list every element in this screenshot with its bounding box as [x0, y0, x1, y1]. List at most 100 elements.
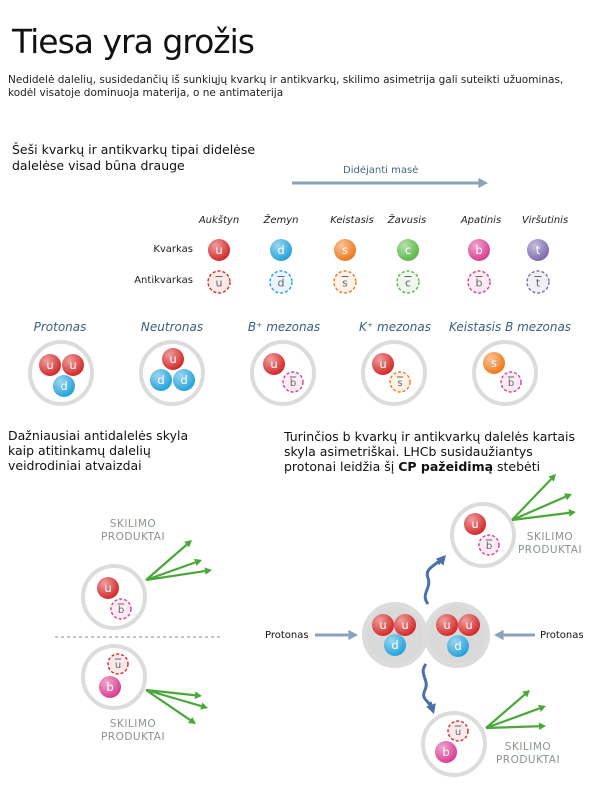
collision-left-u1: u [372, 614, 394, 636]
lhcb-text: Turinčios b kvarkų ir antikvarkų dalelės… [284, 429, 584, 474]
proton-quark-u2: u [62, 354, 84, 376]
neutron-quark-d1: d [150, 369, 172, 391]
svg-text:u: u [379, 357, 386, 371]
svg-text:s: s [342, 243, 348, 257]
antiquark-u: u [207, 270, 231, 294]
antiquark-t: t [526, 270, 550, 294]
proton-quark-u1: u [39, 354, 61, 376]
particle-name-k-meson: K⁺ mezonas [359, 320, 431, 334]
quark-t: t [527, 239, 549, 261]
svg-text:d: d [391, 638, 398, 652]
svg-text:u: u [115, 660, 121, 671]
svg-text:d: d [277, 243, 284, 257]
left-antimeson-quark-b: b [99, 676, 121, 698]
quark-u: u [208, 239, 230, 261]
collision-arrow-down [421, 663, 434, 711]
collision-right-u1: u [436, 614, 458, 636]
decay-fan-right-top-arrow [511, 474, 556, 521]
svg-text:u: u [401, 618, 408, 632]
k-meson-ring [361, 340, 427, 406]
svg-text:u: u [46, 358, 53, 372]
proton-quark-d: d [53, 375, 75, 397]
antiquark-d: d [269, 270, 293, 294]
svg-text:b: b [508, 378, 514, 389]
proton-label-left: Protonas [265, 630, 309, 641]
six-types-heading: Šeši kvarkų ir antikvarkų tipai didelėse… [12, 142, 256, 173]
particle-name-strange-b-meson: Keistasis B mezonas [448, 320, 572, 334]
decay-fan-right-bottom-arrow [485, 704, 546, 730]
svg-text:b: b [106, 680, 113, 694]
proton-label-right: Protonas [540, 630, 584, 641]
svg-text:u: u [104, 581, 111, 595]
decay-fan-left-top-arrow [145, 540, 192, 581]
column-bottom: Apatinis [460, 215, 502, 226]
decay-label-line1: SKILIMO [109, 718, 157, 730]
decay-label-line1: SKILIMO [109, 518, 157, 530]
k-meson-antiquark-s: s [389, 371, 411, 393]
decay-fan-left-bottom-arrow [145, 688, 208, 710]
proton-arrow-left [315, 629, 358, 641]
svg-text:d: d [278, 277, 285, 290]
column-top: Viršutinis [521, 215, 569, 226]
proton-arrow-right [494, 629, 535, 641]
result-antimeson-quark-b: b [435, 741, 457, 763]
svg-text:u: u [455, 727, 461, 738]
svg-text:t: t [536, 243, 541, 257]
antiquark-c: c [396, 270, 420, 294]
mirror-decay-text: Dažniausiai antidalelės skyla kaip atiti… [8, 428, 189, 473]
mass-arrow-label: Didėjanti masė [343, 165, 419, 176]
decay-label-line1: SKILIMO [526, 531, 574, 543]
particle-name-proton: Protonas [33, 320, 87, 334]
left-meson-quark-u: u [97, 577, 119, 599]
page-subtitle: Nedidelė dalelių, susidedančių iš sunkių… [8, 74, 564, 99]
strange-b-antiquark-b: b [500, 371, 522, 393]
left-meson-antiquark-b: b [110, 598, 132, 620]
collision-right-d: d [447, 635, 469, 657]
decay-fan-left-bottom-arrow [145, 688, 202, 699]
svg-text:u: u [465, 618, 472, 632]
lhcb-text-part1: Turinčios b kvarkų ir antikvarkų dalelės… [284, 429, 576, 474]
decay-label-line2: PRODUKTAI [100, 531, 166, 543]
collision-arrow-up [423, 557, 444, 605]
svg-text:u: u [379, 618, 386, 632]
antiquark-b: b [467, 270, 491, 294]
column-strange: Keistasis [330, 215, 374, 226]
particle-name-neutron: Neutronas [140, 320, 204, 334]
svg-text:u: u [169, 352, 176, 366]
svg-text:s: s [491, 356, 497, 370]
strange-b-quark-s: s [483, 352, 505, 374]
b-meson-antiquark-b: b [282, 371, 304, 393]
column-charm: Žavusis [387, 215, 427, 226]
decay-fan-right-bottom-arrow [485, 722, 546, 730]
result-meson-quark-u: u [464, 513, 486, 535]
svg-text:d: d [60, 379, 67, 393]
svg-text:c: c [405, 277, 411, 290]
particle-name-b-meson: B⁺ mezonas [247, 320, 321, 334]
svg-text:b: b [486, 541, 492, 552]
decay-fan-left-top-arrow [145, 558, 202, 582]
column-up: Aukštyn [198, 215, 240, 226]
antiquark-s: s [333, 270, 357, 294]
svg-text:b: b [118, 605, 124, 616]
quark-b: b [468, 239, 490, 261]
svg-text:d: d [180, 373, 187, 387]
row-quark-label: Kvarkas [153, 244, 193, 255]
decay-label-line2: PRODUKTAI [517, 544, 583, 556]
decay-label-line2: PRODUKTAI [495, 754, 561, 766]
svg-text:b: b [290, 378, 296, 389]
collision-right-u2: u [458, 614, 480, 636]
result-antimeson-antiquark-u: u [447, 720, 469, 742]
mass-arrow [292, 177, 488, 189]
strange-b-meson-ring [472, 340, 538, 406]
b-meson-ring [250, 340, 316, 406]
svg-text:t: t [536, 277, 541, 290]
svg-text:u: u [215, 243, 222, 257]
collision-arrow-up-head [435, 555, 446, 566]
lhcb-text-bold: CP pažeidimą [398, 459, 494, 474]
quark-d: d [270, 239, 292, 261]
collision-left-u2: u [394, 614, 416, 636]
